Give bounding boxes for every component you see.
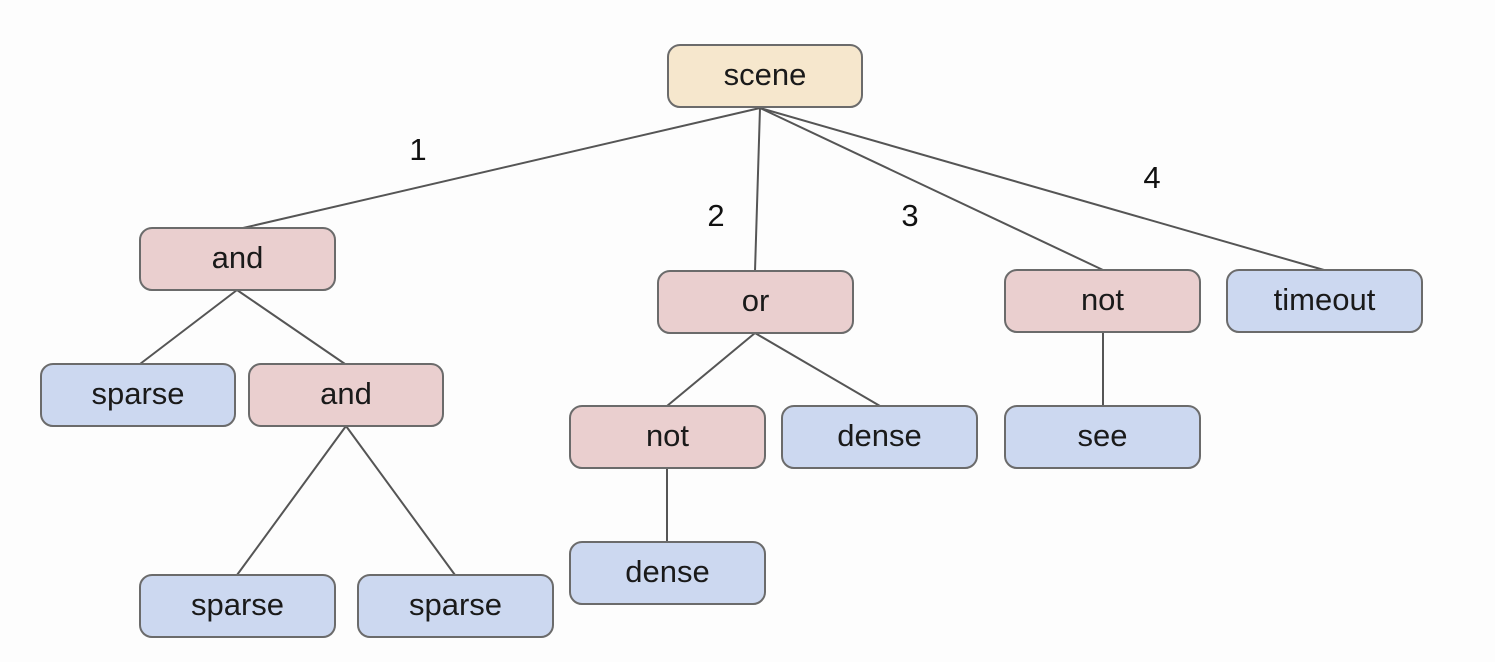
node-label: and: [212, 240, 264, 275]
tree-edge: [139, 289, 238, 365]
tree-node-scene[interactable]: scene: [667, 44, 863, 108]
node-label: dense: [837, 418, 921, 453]
edge-label-3: 3: [901, 198, 918, 233]
edge-label-1: 1: [409, 132, 426, 167]
tree-node-sparse2[interactable]: sparse: [139, 574, 336, 638]
node-label: not: [646, 418, 689, 453]
tree-edge: [236, 425, 347, 576]
node-label: sparse: [191, 587, 284, 622]
node-box[interactable]: [40, 363, 236, 427]
node-box[interactable]: [357, 574, 554, 638]
tree-node-not_m[interactable]: not: [569, 405, 766, 469]
node-box[interactable]: [667, 44, 863, 108]
tree-edge: [242, 107, 761, 229]
nodes-layer: scene and or not timeout sparse and not dense see…: [40, 44, 1423, 638]
node-box[interactable]: [248, 363, 444, 427]
node-label: or: [742, 283, 770, 318]
tree-node-or1[interactable]: or: [657, 270, 854, 334]
tree-edge: [754, 107, 761, 272]
node-label: sparse: [91, 376, 184, 411]
tree-node-and2[interactable]: and: [248, 363, 444, 427]
tree-edge: [666, 332, 756, 407]
node-box[interactable]: [1226, 269, 1423, 333]
node-box[interactable]: [569, 541, 766, 605]
edges-layer: [139, 107, 1325, 576]
node-box[interactable]: [657, 270, 854, 334]
node-box[interactable]: [139, 227, 336, 291]
node-label: dense: [625, 554, 709, 589]
node-box[interactable]: [781, 405, 978, 469]
node-box[interactable]: [1004, 405, 1201, 469]
tree-node-and1[interactable]: and: [139, 227, 336, 291]
tree-node-sparse1[interactable]: sparse: [40, 363, 236, 427]
tree-node-timeout[interactable]: timeout: [1226, 269, 1423, 333]
tree-node-dense1[interactable]: dense: [781, 405, 978, 469]
node-label: timeout: [1274, 282, 1376, 317]
tree-node-not_r[interactable]: not: [1004, 269, 1201, 333]
tree-node-sparse3[interactable]: sparse: [357, 574, 554, 638]
node-label: not: [1081, 282, 1124, 317]
node-box[interactable]: [139, 574, 336, 638]
node-label: and: [320, 376, 372, 411]
tree-edge: [345, 425, 456, 576]
node-box[interactable]: [1004, 269, 1201, 333]
tree-node-see[interactable]: see: [1004, 405, 1201, 469]
edge-label-2: 2: [707, 198, 724, 233]
node-label: sparse: [409, 587, 502, 622]
tree-edge: [759, 107, 1325, 271]
tree-edge: [759, 107, 1104, 271]
edge-label-4: 4: [1143, 160, 1160, 195]
tree-node-dense2[interactable]: dense: [569, 541, 766, 605]
node-label: scene: [724, 57, 807, 92]
tree-edge: [236, 289, 346, 365]
node-box[interactable]: [569, 405, 766, 469]
node-label: see: [1078, 418, 1128, 453]
edge-labels-layer: 1 2 3 4: [409, 132, 1160, 233]
tree-edge: [754, 332, 881, 407]
